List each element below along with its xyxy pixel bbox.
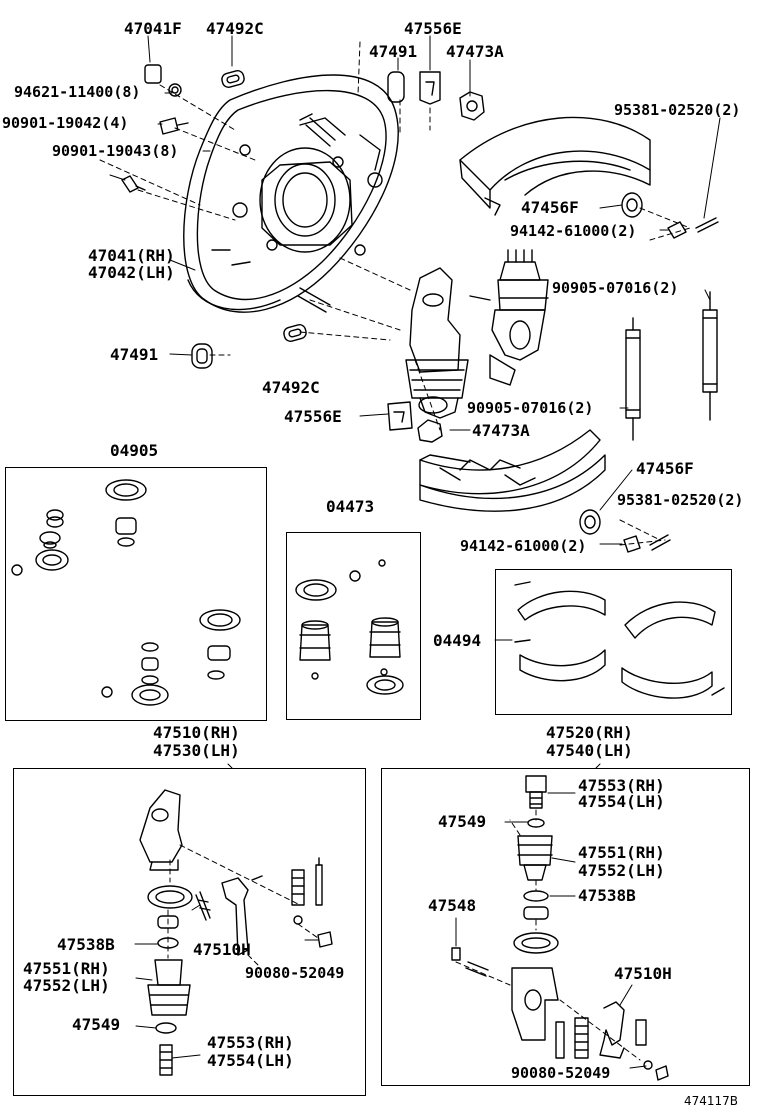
kit-04494-shoes bbox=[514, 581, 725, 699]
label-94621-11400: 94621-11400(8) bbox=[14, 83, 141, 101]
label-47520-rh: 47520(RH) bbox=[546, 723, 633, 742]
kit-box-04473 bbox=[286, 532, 421, 720]
assembly-box-47520 bbox=[381, 768, 750, 1086]
label-90080-right: 90080-52049 bbox=[511, 1064, 611, 1082]
label-47456f-top: 47456F bbox=[521, 198, 579, 217]
label-47538b-left: 47538B bbox=[57, 935, 115, 954]
label-47556e-top: 47556E bbox=[404, 19, 462, 38]
return-springs bbox=[625, 291, 718, 441]
label-90901-19043: 90901-19043(8) bbox=[52, 142, 179, 160]
label-47553-rh-left: 47553(RH) bbox=[207, 1033, 294, 1052]
label-47530-lh: 47530(LH) bbox=[153, 741, 240, 760]
assembly-box-47510 bbox=[13, 768, 366, 1096]
label-47473a-bottom: 47473A bbox=[472, 421, 530, 440]
label-47551-rh-right: 47551(RH) bbox=[578, 843, 665, 862]
shoe-hold-down-parts bbox=[387, 192, 719, 553]
bolts-and-plugs bbox=[121, 64, 485, 369]
right-wheel-cylinder-assembly bbox=[451, 775, 669, 1081]
label-47492c-top: 47492C bbox=[206, 19, 264, 38]
right-assembly-leaders bbox=[455, 809, 641, 1061]
label-47491-top: 47491 bbox=[369, 42, 418, 61]
diagram-reference-code: 474117B bbox=[684, 1094, 739, 1108]
label-95381-bottom: 95381-02520(2) bbox=[617, 491, 744, 509]
label-90905-mid: 90905-07016(2) bbox=[467, 399, 594, 417]
adjuster-wheel-cylinder-right bbox=[469, 249, 549, 386]
label-47041f: 47041F bbox=[124, 19, 182, 38]
label-47554-lh-left: 47554(LH) bbox=[207, 1051, 294, 1070]
label-47552-lh-right: 47552(LH) bbox=[578, 861, 665, 880]
label-90905-top: 90905-07016(2) bbox=[552, 279, 679, 297]
label-47042-lh: 47042(LH) bbox=[88, 263, 175, 282]
label-04494: 04494 bbox=[433, 631, 482, 650]
left-wheel-cylinder-assembly bbox=[139, 789, 333, 1076]
kit-04905-parts bbox=[11, 479, 241, 706]
label-47548: 47548 bbox=[428, 896, 477, 915]
label-47552-lh-left: 47552(LH) bbox=[23, 976, 110, 995]
label-47510h-left: 47510H bbox=[193, 940, 251, 959]
callout-lines bbox=[109, 35, 721, 1069]
kit-box-04494 bbox=[495, 569, 732, 715]
left-assembly-leaders bbox=[167, 844, 319, 966]
label-47510-rh: 47510(RH) bbox=[153, 723, 240, 742]
label-47553-rh-right: 47553(RH) bbox=[578, 776, 665, 795]
label-95381-top: 95381-02520(2) bbox=[614, 101, 741, 119]
label-47492c-bottom: 47492C bbox=[262, 378, 320, 397]
label-47556e-bottom: 47556E bbox=[284, 407, 342, 426]
kit-box-04905 bbox=[5, 467, 267, 721]
label-47540-lh: 47540(LH) bbox=[546, 741, 633, 760]
label-04905: 04905 bbox=[110, 441, 159, 460]
label-90901-19042: 90901-19042(4) bbox=[2, 114, 129, 132]
label-94142-bottom: 94142-61000(2) bbox=[460, 537, 587, 555]
label-47549-left: 47549 bbox=[72, 1015, 121, 1034]
label-47510h-right: 47510H bbox=[614, 964, 672, 983]
label-47491-bottom: 47491 bbox=[110, 345, 159, 364]
lower-brake-shoe bbox=[419, 429, 606, 512]
label-47549-right: 47549 bbox=[438, 812, 487, 831]
label-47473a-top: 47473A bbox=[446, 42, 504, 61]
label-47456f-bottom: 47456F bbox=[636, 459, 694, 478]
kit-04473-parts bbox=[295, 559, 404, 695]
label-47551-rh-left: 47551(RH) bbox=[23, 959, 110, 978]
label-47554-lh-right: 47554(LH) bbox=[578, 792, 665, 811]
backing-plate bbox=[183, 74, 399, 313]
label-90080-left: 90080-52049 bbox=[245, 964, 345, 982]
label-04473: 04473 bbox=[326, 497, 375, 516]
label-47538b-right: 47538B bbox=[578, 886, 636, 905]
adjuster-wheel-cylinder-left bbox=[405, 267, 469, 419]
upper-brake-shoe bbox=[459, 116, 651, 216]
label-94142-top: 94142-61000(2) bbox=[510, 222, 637, 240]
label-47041-rh: 47041(RH) bbox=[88, 246, 175, 265]
